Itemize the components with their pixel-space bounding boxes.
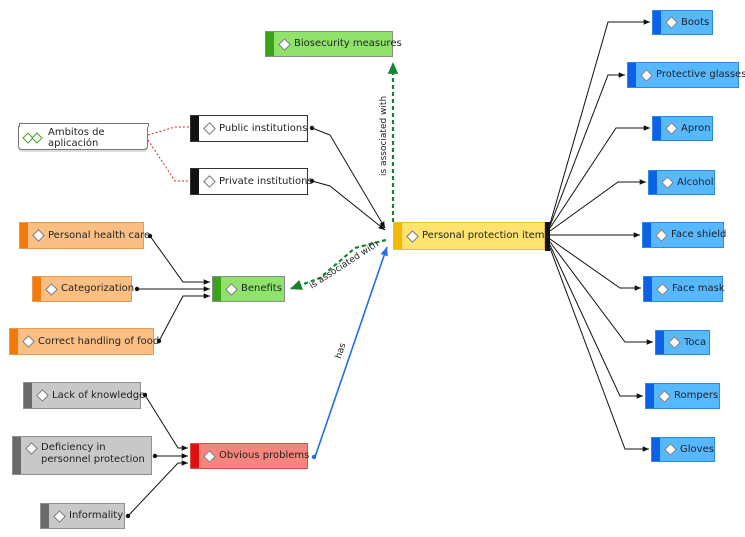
- diamond-icon: [656, 282, 669, 296]
- diamond-icon: [22, 335, 35, 348]
- node-lack-of-knowledge[interactable]: Lack of knowledge: [23, 382, 145, 409]
- node-toca[interactable]: Toca: [655, 330, 710, 355]
- node-personal-protection-items[interactable]: Personal protection items: [393, 222, 550, 250]
- has-link: [314, 246, 388, 458]
- diamond-icon: [665, 122, 678, 135]
- node-biosecurity[interactable]: Biosecurity measures: [265, 31, 402, 57]
- node-label: Biosecurity measures: [294, 38, 402, 49]
- node-boots[interactable]: Boots: [652, 10, 713, 35]
- diamond-icon: [661, 176, 674, 189]
- double-diamond-icon: [22, 132, 43, 144]
- node-apron[interactable]: Apron: [652, 116, 713, 141]
- diamond-icon: [640, 68, 653, 82]
- benefit-input-links: [137, 235, 210, 342]
- diamond-icon: [225, 282, 238, 296]
- diamond-icon: [664, 443, 677, 456]
- node-private-institutions[interactable]: Private institutions: [190, 168, 313, 195]
- node-gloves[interactable]: Gloves: [651, 437, 715, 462]
- diamond-icon: [25, 442, 38, 455]
- node-color-bar: [266, 32, 274, 56]
- diamond-icon: [45, 282, 58, 296]
- diamond-icon: [32, 229, 45, 242]
- ambitos-tab: [19, 123, 149, 127]
- diamond-icon: [655, 228, 668, 242]
- node-personal-health-care[interactable]: Personal health care: [19, 222, 150, 249]
- node-benefits[interactable]: Benefits: [212, 276, 285, 302]
- node-protective-glasses[interactable]: Protective glasses: [627, 62, 745, 88]
- node-rompers[interactable]: Rompers: [645, 383, 720, 409]
- dot: [309, 178, 315, 184]
- connector-block: [545, 222, 550, 251]
- node-categorization[interactable]: Categorization: [32, 276, 134, 302]
- node-deficiency[interactable]: Deficiency in personnel protection: [12, 436, 152, 475]
- diamond-icon: [406, 229, 419, 243]
- diamond-icon: [668, 336, 681, 349]
- diamond-icon: [53, 509, 66, 523]
- ambitos-links: [147, 126, 190, 182]
- diamond-icon: [203, 175, 216, 188]
- edge-label-associated-1: is associated with: [379, 95, 389, 176]
- node-correct-handling[interactable]: Correct handling of food: [9, 328, 159, 355]
- problem-input-links: [127, 394, 188, 517]
- node-obvious-problems[interactable]: Obvious problems: [190, 443, 309, 469]
- node-informality[interactable]: Informality: [40, 503, 125, 529]
- diamond-icon: [203, 449, 216, 463]
- ambitos-label: Ambitos de aplicación: [48, 127, 105, 149]
- institution-links: [311, 127, 386, 231]
- dot: [309, 125, 315, 131]
- diamond-icon: [658, 389, 671, 403]
- diamond-icon: [278, 37, 291, 51]
- diamond-icon: [36, 389, 49, 402]
- node-face-shield[interactable]: Face shield: [642, 222, 726, 248]
- diamond-icon: [665, 16, 678, 29]
- association-links: [289, 61, 399, 291]
- ppi-fanout-links: [549, 19, 653, 452]
- diamond-icon: [203, 122, 216, 135]
- ambitos-node[interactable]: Ambitos de aplicación: [18, 123, 149, 150]
- node-alcohol[interactable]: Alcohol: [648, 170, 715, 195]
- node-face-mask[interactable]: Face mask: [643, 276, 725, 302]
- node-public-institutions[interactable]: Public institutions: [190, 115, 308, 142]
